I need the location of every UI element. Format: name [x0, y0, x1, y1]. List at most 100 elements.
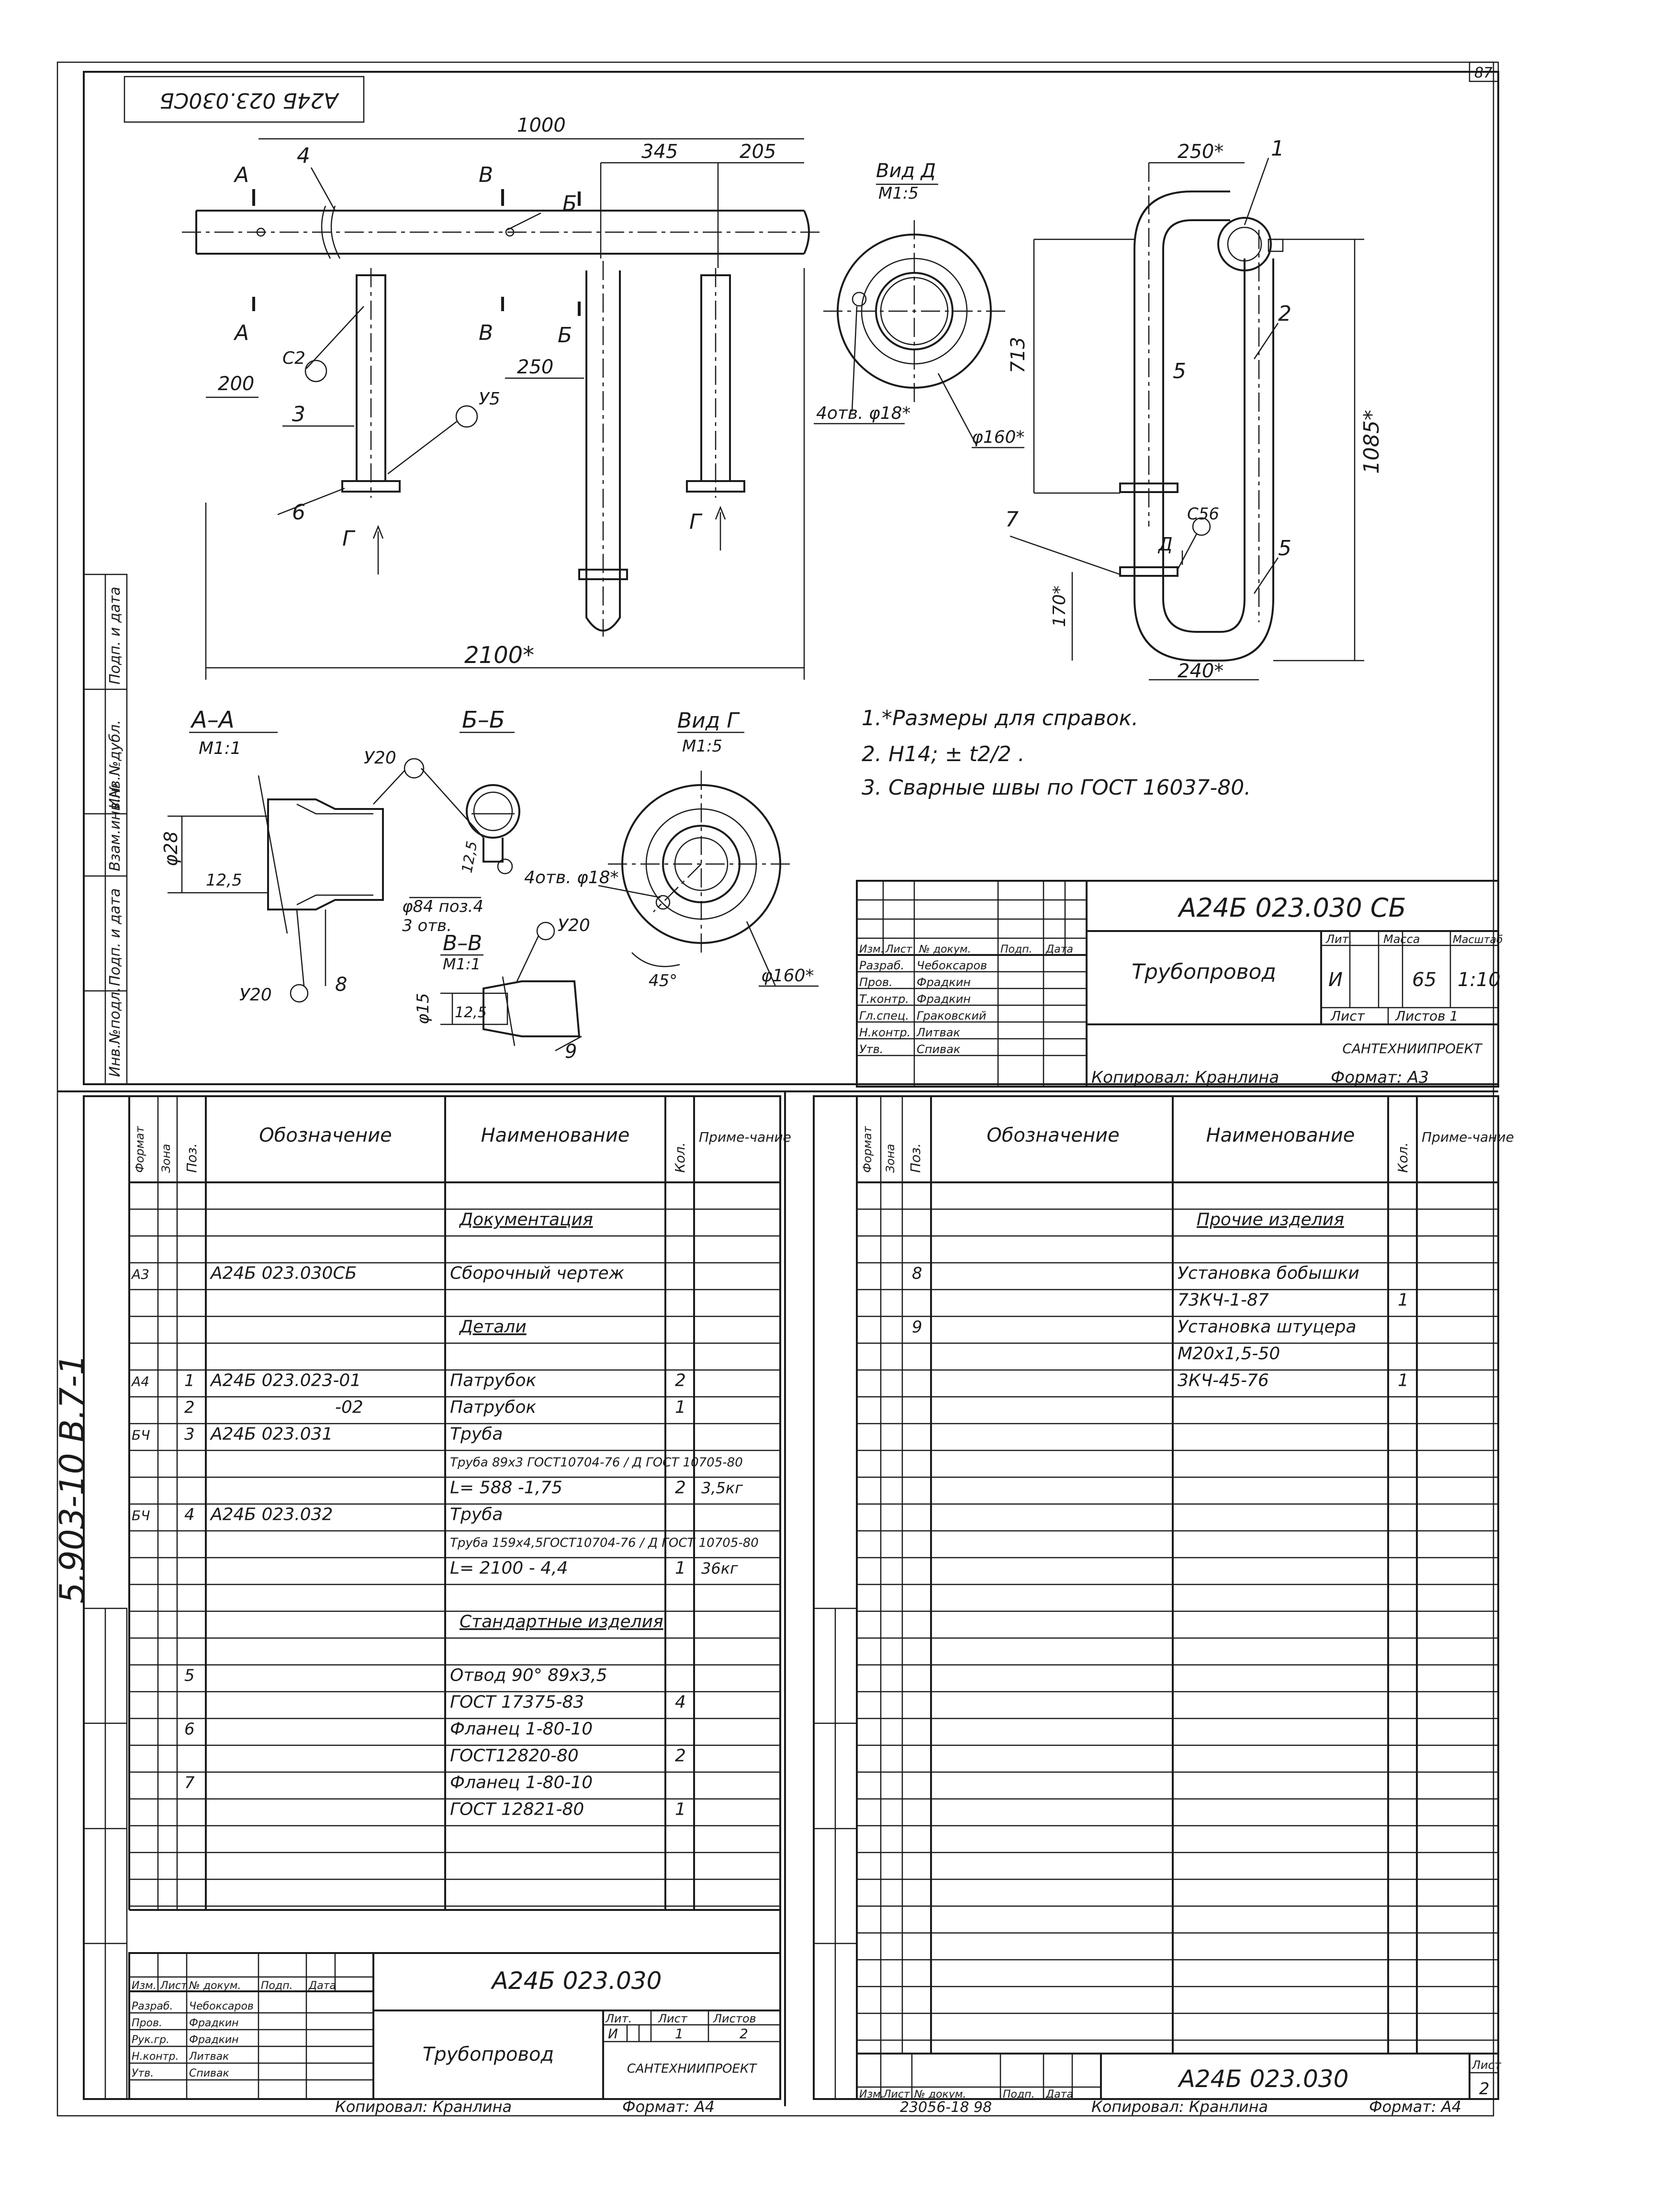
label-a-bottom: А [233, 321, 249, 345]
spec-left-qty: 1 [675, 1800, 686, 1819]
tb-left-lit-header: Лит. [605, 2012, 632, 2025]
spec-left-name: Отвод 90° 89х3,5 [450, 1666, 607, 1685]
callout-c56: С56 [1187, 505, 1219, 524]
tb-left-role-0: Разраб. [132, 2000, 173, 2012]
spec-left-qty: 1 [675, 1398, 686, 1417]
spec-right-name: 73КЧ-1-87 [1178, 1291, 1269, 1310]
view-d-title: Вид Д [876, 160, 936, 182]
tb-top-h2: Лист [885, 943, 913, 955]
label-g-1: Г [342, 527, 356, 551]
spec-left-name: Патрубок [450, 1398, 536, 1417]
top-stamp: А24Б 023.030СБ [159, 88, 339, 112]
tb-right-h2: Лист [883, 2088, 910, 2100]
tb-left-lists-header: Листов [713, 2012, 756, 2025]
spec-left-name: Труба 159х4,5ГОСТ10704-76 / Д ГОСТ 10705… [450, 1536, 759, 1550]
spec-left-qty: 4 [675, 1693, 686, 1712]
spec-left-name: Труба [450, 1505, 503, 1525]
spec-right-qty: 1 [1398, 1291, 1409, 1310]
spec-right-name: 3КЧ-45-76 [1178, 1371, 1269, 1391]
pos-1: 1 [1271, 136, 1284, 161]
section-aa-scale: М1:1 [199, 739, 241, 758]
tb-top-role-6: Утв. [859, 1043, 883, 1056]
dim-250-side: 250* [1178, 141, 1223, 163]
spec-left-name: L= 2100 - 4,4 [450, 1559, 568, 1578]
bb-dim-125: 12,5 [459, 840, 481, 875]
side-label-4: Инв.№дубл. [107, 720, 123, 809]
tb-top-name-6: Спивак [917, 1043, 961, 1056]
tb-top-lit-header: Лит. [1325, 932, 1352, 946]
tb-top-copied: Копировал: Кранлина [1091, 1068, 1279, 1087]
tb-left-name-1: Фрадкин [189, 2017, 239, 2029]
tb-top-role-2: Пров. [859, 976, 893, 989]
pos-6: 6 [292, 500, 305, 525]
spec-left-code: -02 [335, 1398, 363, 1417]
main-view [182, 138, 823, 680]
section-vv-scale: М1:1 [443, 955, 481, 973]
tb-left-code: А24Б 023.030 [491, 1967, 662, 1995]
spec-right-name: М20х1,5-50 [1178, 1344, 1280, 1364]
side-label-3: Взам.инв.№ [107, 783, 123, 871]
spec-left-qty: 2 [675, 1746, 686, 1766]
spec-table-right [856, 1096, 1498, 2099]
aa-dim-125: 12,5 [206, 871, 242, 890]
tb-left-h4: Подп. [261, 1980, 293, 1992]
spec-left-h-zone: Зона [159, 1144, 173, 1173]
dim-250: 250 [517, 356, 553, 378]
view-g-dia: φ160* [761, 966, 814, 986]
spec-right-h-pos: Поз. [908, 1143, 923, 1173]
spec-left-pos: 1 [184, 1371, 195, 1391]
tb-left-list-header: Лист [658, 2012, 688, 2025]
tb-left-lit: И [608, 2026, 618, 2042]
tb-top-h5: Дата [1045, 943, 1073, 955]
spec-left-pos: 5 [184, 1666, 195, 1685]
spec-left-note: 36кг [701, 1560, 738, 1578]
tb-top-h3: № докум. [919, 943, 971, 955]
spec-left-name: Сборочный чертеж [450, 1264, 625, 1283]
spec-right-name: Установка бобышки [1178, 1264, 1359, 1283]
dim-1085: 1085* [1359, 410, 1384, 474]
tb-top-role-5: Н.контр. [859, 1026, 910, 1039]
tb-right-list-header: Лист [1471, 2058, 1502, 2072]
tb-left-copied: Копировал: Кранлина [335, 2098, 512, 2116]
label-b-top: Б [562, 191, 577, 216]
tb-left-h1: Изм. [132, 1980, 157, 1992]
tb-top-mass: 65 [1412, 969, 1437, 991]
tb-left-role-2: Рук.гр. [132, 2034, 169, 2046]
tb-left-org: САНТЕХНИИПРОЕКТ [627, 2062, 758, 2076]
dim-1000: 1000 [517, 114, 566, 136]
aa-pos-8: 8 [335, 974, 347, 996]
section-bb [409, 731, 520, 898]
tb-left-role-4: Утв. [132, 2067, 154, 2079]
tb-right-h5: Дата [1045, 2088, 1073, 2100]
aa-u20-bottom: У20 [239, 985, 272, 1005]
dim-713: 713 [1007, 337, 1029, 373]
tb-left-name-2: Фрадкин [189, 2034, 239, 2046]
spec-left-h-code: Обозначение [259, 1124, 392, 1146]
spec-left-note: 3,5кг [701, 1479, 743, 1497]
spec-left-name: Детали [459, 1317, 527, 1337]
pos-7: 7 [1005, 507, 1019, 532]
section-vv [440, 921, 582, 1052]
spec-left-qty: 1 [675, 1559, 686, 1578]
spec-left-name: ГОСТ 12821-80 [450, 1800, 584, 1819]
spec-left-name: Документация [459, 1210, 593, 1230]
spec-right-pos: 9 [912, 1318, 922, 1337]
spec-left-name: Фланец 1-80-10 [450, 1719, 593, 1739]
dim-205: 205 [740, 141, 776, 163]
side-label-5: Подп. и дата [107, 587, 123, 685]
dim-170: 170* [1050, 585, 1069, 627]
tb-right-h4: Подп. [1003, 2088, 1035, 2100]
label-g-2: Г [689, 510, 703, 534]
spec-left-name: ГОСТ 17375-83 [450, 1693, 584, 1712]
note-1: 1.*Размеры для справок. [862, 706, 1138, 730]
view-d-holes: 4отв. φ18* [816, 404, 911, 423]
spec-left-format: БЧ [132, 1508, 150, 1524]
spec-left-name: Труба 89х3 ГОСТ10704-76 / Д ГОСТ 10705-8… [450, 1456, 743, 1470]
side-view [1010, 157, 1364, 681]
spec-left-qty: 2 [675, 1371, 686, 1391]
tb-left-lists: 2 [740, 2026, 748, 2042]
side-strip-top [83, 573, 128, 1085]
